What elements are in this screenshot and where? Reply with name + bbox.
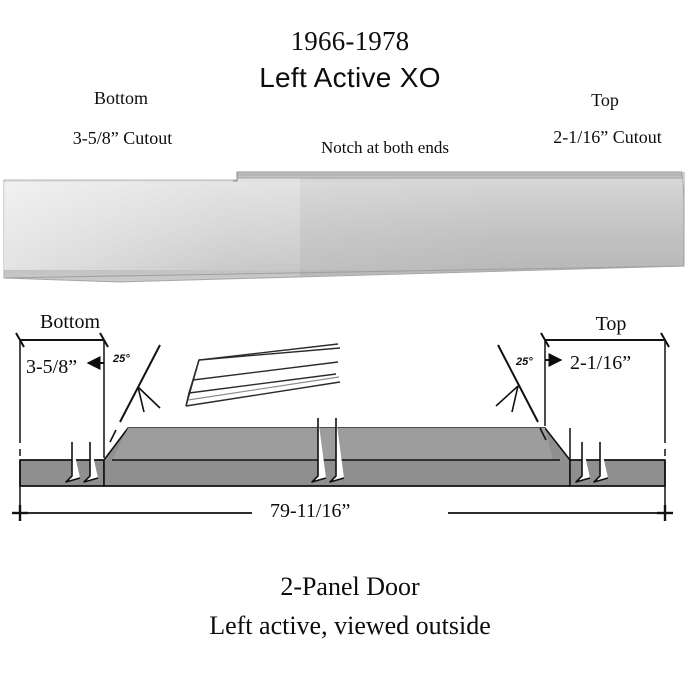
photo-bottom-label: Bottom: [93, 88, 148, 108]
panel-sheen: [4, 182, 504, 270]
panel-notch-step: [233, 172, 238, 182]
tick-top-left: [540, 332, 550, 348]
drawing-top-label: Top: [595, 313, 627, 335]
panel-bottom-edge: [3, 265, 685, 279]
photo-top-cutout-label: 2-1/16” Cutout: [553, 127, 662, 147]
page-title-years: 1966-1978: [290, 26, 410, 56]
tick-bottom-left: [15, 332, 25, 348]
photo-bottom-cutout-label: 3-5/8” Cutout: [72, 128, 173, 148]
page-title-name: Left Active XO: [259, 62, 441, 93]
photo-notch-note: Notch at both ends: [321, 138, 449, 157]
drawing-angle-left: 25°: [113, 353, 130, 365]
drawing-overall-length: 79-11/16”: [270, 500, 351, 522]
bar-raised-face: [112, 428, 553, 460]
break-symbol: [575, 442, 609, 483]
angle-leader: [109, 344, 161, 443]
drawing-bottom-label: Bottom: [39, 311, 100, 333]
profile-detail-sketch: [185, 343, 341, 407]
tick-top-right: [660, 332, 670, 348]
angle-leader: [495, 344, 547, 441]
caption-line-2: Left active, viewed outside: [209, 611, 491, 640]
caption-line-1: 2-Panel Door: [280, 572, 420, 601]
drawing-angle-right: 25°: [516, 356, 533, 368]
tick-bottom-right: [99, 332, 109, 348]
photo-top-label: Top: [591, 90, 619, 110]
break-symbol: [65, 442, 99, 483]
panel-photograph: [3, 171, 685, 283]
drawing-top-dimension: 2-1/16”: [570, 352, 632, 374]
technical-elevation-drawing: [12, 332, 673, 521]
break-symbol: [311, 418, 345, 483]
drawing-bottom-dimension: 3-5/8”: [26, 356, 78, 378]
panel-top-hem: [236, 171, 683, 179]
